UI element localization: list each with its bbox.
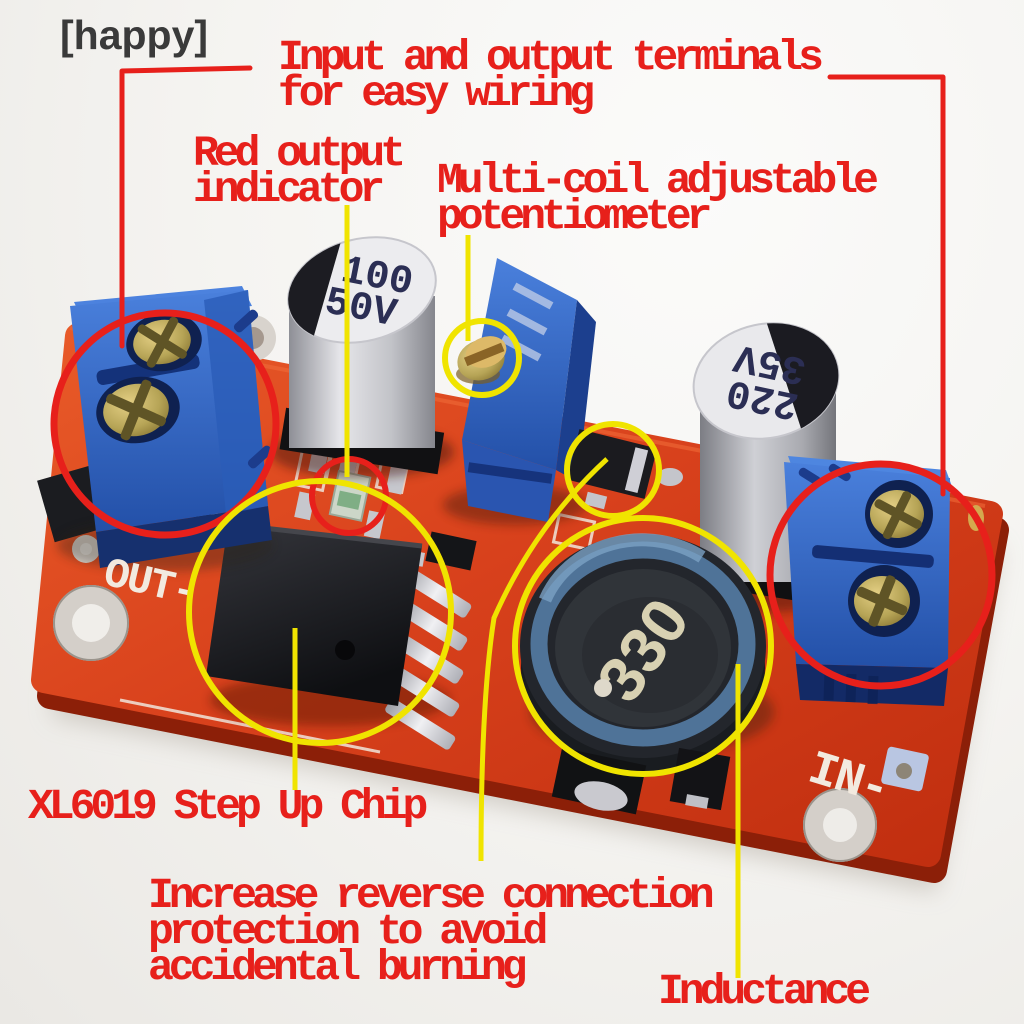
inductor-ring <box>530 541 756 747</box>
label-line: potentiometer <box>437 192 712 241</box>
label-line: Red output <box>193 129 406 178</box>
chip-dimple <box>335 640 355 660</box>
watermark-happy: [happy] <box>60 12 209 58</box>
highlight-circle-input-terminal <box>766 460 996 690</box>
protection-diode <box>566 429 683 510</box>
label-line: Multi-coil adjustable <box>437 156 879 205</box>
terminal-divider-slot <box>812 545 934 568</box>
label-line: indicator <box>193 165 385 214</box>
label-red-output-indicator: Red output indicator <box>193 129 406 214</box>
bottom-edge-components <box>551 747 731 815</box>
label-potentiometer: Multi-coil adjustable potentiometer <box>437 156 879 241</box>
terminal-screw-top <box>126 312 202 372</box>
label-inductance: Inductance <box>658 967 871 1016</box>
pot-adjust-screw <box>456 336 507 384</box>
label-terminals: Input and output terminals for easy wiri… <box>278 33 824 118</box>
highlight-circle-diode <box>564 421 662 519</box>
annotation-overlay <box>50 65 996 978</box>
label-line: Increase reverse connection <box>148 871 715 920</box>
mounting-hole-bottom-left <box>53 585 129 661</box>
pot-markings <box>500 282 554 362</box>
label-line: protection to avoid <box>148 907 548 956</box>
highlight-circle-pot-screw <box>442 318 522 398</box>
label-line: for easy wiring <box>278 69 595 118</box>
label-line: accidental burning <box>148 943 527 992</box>
pointer-line-terminals-right <box>827 74 946 497</box>
label-line: Input and output terminals <box>278 33 824 82</box>
pot-side-face <box>556 300 596 482</box>
inductor: 330 <box>520 533 774 774</box>
label-line: XL6019 Step Up Chip <box>28 782 428 831</box>
highlight-circle-inductor <box>512 515 774 777</box>
input-terminal-block <box>784 456 984 706</box>
pointer-line-terminals-left <box>119 65 253 349</box>
label-reverse-protection: Increase reverse connection protection t… <box>148 871 715 992</box>
label-line: Inductance <box>658 967 871 1016</box>
cap-label: 220 35V <box>723 332 810 426</box>
terminal-screw-bottom <box>96 376 180 444</box>
label-xl6019-chip: XL6019 Step Up Chip <box>28 782 428 831</box>
mounting-hole-bottom-right <box>803 788 877 862</box>
highlight-circle-chip <box>186 478 454 746</box>
chip-body <box>206 524 422 706</box>
terminal-screw-top <box>865 480 933 548</box>
output-terminal-block <box>57 286 273 571</box>
pointer-line-protection <box>478 457 609 862</box>
inductor-dot <box>594 679 612 697</box>
solder-pad-hole <box>881 746 929 792</box>
pot-lower <box>462 440 556 522</box>
terminal-screw-bottom <box>848 565 920 637</box>
highlight-circle-output-terminal <box>50 309 280 539</box>
